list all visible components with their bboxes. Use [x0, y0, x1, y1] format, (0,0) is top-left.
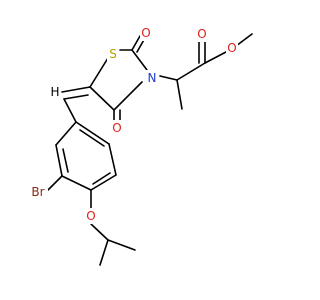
bond	[47, 175, 63, 191]
bond	[55, 121, 77, 146]
bond	[63, 94, 89, 100]
bond	[235, 33, 253, 47]
bond	[92, 172, 111, 185]
bond	[131, 49, 148, 71]
atom-labels: S N O O O O O H	[28, 25, 238, 224]
atom-o3: O	[196, 26, 208, 42]
bond-group	[47, 33, 253, 266]
bond	[62, 148, 69, 173]
oxygen-label: O	[86, 209, 95, 223]
bond	[63, 98, 77, 123]
oxygen-label: O	[112, 121, 121, 135]
atom-o4: O	[226, 40, 238, 56]
bond	[204, 51, 227, 64]
bond	[176, 62, 206, 81]
bond	[89, 86, 115, 111]
bond	[75, 121, 110, 145]
atom-n1: N	[146, 70, 158, 86]
bond	[55, 144, 63, 177]
bond	[113, 81, 143, 111]
atom-h1: H	[49, 84, 61, 100]
oxygen-label: O	[197, 27, 206, 41]
bond	[89, 57, 109, 88]
atom-s1: S	[107, 46, 119, 62]
bond	[90, 223, 109, 241]
bond	[176, 79, 183, 110]
bond	[61, 86, 91, 93]
atom-o1: O	[140, 25, 152, 41]
bromine-label: Br	[31, 185, 44, 199]
atom-o5: O	[85, 208, 97, 224]
hydrogen-label: H	[50, 85, 59, 99]
bond	[159, 75, 178, 81]
sulfur-label: S	[109, 47, 117, 61]
bond	[90, 174, 117, 191]
oxygen-label: O	[227, 41, 236, 55]
atom-o2: O	[111, 120, 123, 136]
bond	[107, 239, 136, 251]
bond	[79, 129, 105, 147]
nitrogen-label: N	[148, 71, 157, 85]
bond	[131, 35, 141, 51]
bond	[61, 175, 92, 191]
bond	[108, 143, 117, 176]
molecule-structure-diagram: S N O O O O O H	[28, 25, 253, 266]
bond	[99, 239, 109, 266]
atom-br1: Br	[28, 184, 48, 200]
oxygen-label: O	[141, 26, 150, 40]
